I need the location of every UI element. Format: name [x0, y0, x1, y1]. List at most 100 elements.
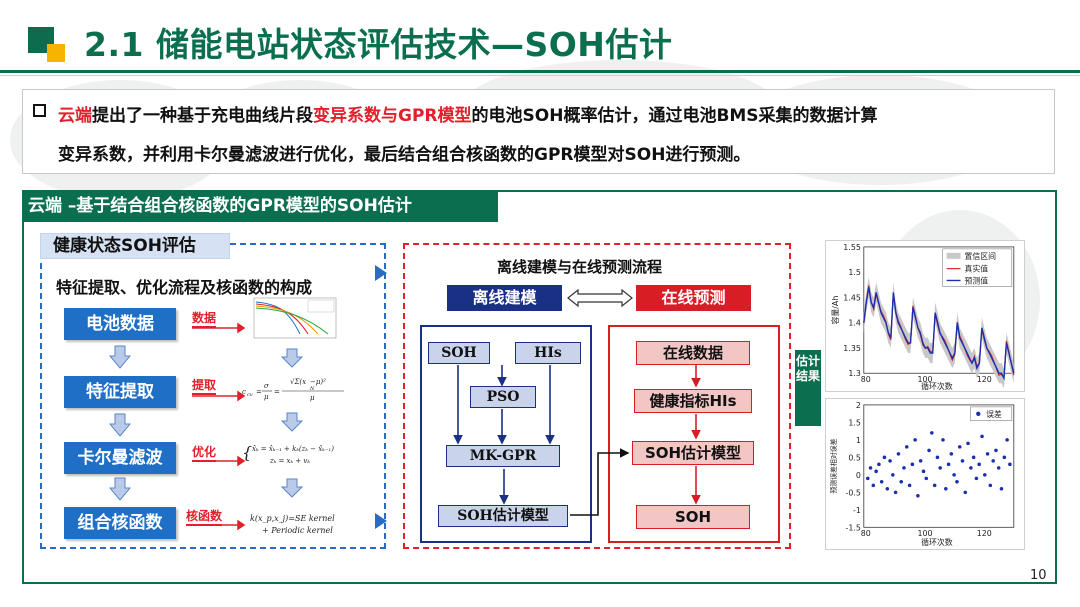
tick-label: 80 — [861, 529, 871, 538]
error-point — [877, 462, 881, 467]
tick-label: 1.5 — [848, 268, 861, 277]
arrow-to-process — [375, 513, 387, 529]
error-point — [868, 466, 873, 470]
header-logo-square-yellow — [47, 44, 65, 62]
svg-text:σ: σ — [264, 382, 269, 390]
error-point — [865, 476, 870, 481]
tick-label: 120 — [977, 529, 992, 538]
tick-label: 1.35 — [843, 344, 861, 353]
error-point — [946, 462, 951, 467]
health-assessment-title: 健康状态SOH评估 — [40, 233, 230, 259]
error-point — [907, 483, 912, 488]
error-point — [1002, 455, 1007, 460]
offline-model-box: SOH估计模型 — [438, 505, 568, 527]
error-point — [899, 480, 903, 484]
error-point — [916, 494, 920, 498]
tick-label: 80 — [861, 375, 871, 384]
online-data-box: 在线数据 — [636, 341, 750, 365]
summary-highlight: 变异系数与GPR模型 — [313, 106, 472, 126]
legend-predicted: 预测值 — [964, 275, 988, 285]
error-point — [999, 487, 1004, 491]
error-point — [952, 473, 956, 477]
summary-text: 提出了一种基于充电曲线片段 — [92, 106, 313, 126]
error-point — [949, 452, 954, 456]
tag-extract: 提取 — [192, 376, 217, 395]
tick-label: 0.5 — [848, 453, 861, 462]
offline-modeling-header: 离线建模 — [447, 285, 562, 311]
legend-error: 误差 — [986, 409, 1002, 419]
battery-curves-thumbnail — [253, 297, 337, 339]
error-point — [891, 473, 895, 477]
tick-label: 100 — [917, 375, 932, 384]
error-point — [893, 490, 898, 495]
tag-data: 数据 — [192, 309, 217, 328]
tick-label: 1.4 — [848, 319, 861, 328]
bottom-chart-xlabel: 循环次数 — [921, 537, 953, 547]
svg-text:μ: μ — [264, 393, 269, 401]
online-model-box: SOH估计模型 — [632, 441, 754, 465]
svg-text:{: { — [242, 443, 252, 462]
error-point — [983, 473, 987, 477]
error-point — [932, 483, 937, 488]
tick-label: 1.3 — [848, 369, 861, 378]
tag-arrows — [186, 322, 246, 530]
error-point — [974, 476, 979, 481]
svg-text:μ: μ — [310, 394, 315, 402]
summary-line-2: 变异系数，并利用卡尔曼滤波进行优化，最后结合组合核函数的GPR模型对SOH进行预… — [58, 145, 751, 165]
section-frame — [22, 190, 1057, 584]
svg-text:zₖ = xₖ + vₖ: zₖ = xₖ + vₖ — [269, 457, 310, 465]
header-divider — [0, 70, 1080, 73]
error-point — [977, 462, 981, 467]
error-point — [879, 480, 884, 484]
top-chart-xlabel: 循环次数 — [921, 381, 953, 391]
estimate-result-label: 估计结果 — [795, 350, 821, 426]
error-point — [882, 455, 887, 460]
error-point — [957, 445, 962, 449]
svg-text:cv: cv — [247, 392, 253, 398]
error-point — [988, 483, 993, 488]
error-point — [969, 466, 973, 470]
top-chart-ylabel: 容量/Ah — [830, 296, 840, 325]
svg-text:=: = — [274, 388, 280, 396]
error-point — [930, 431, 934, 435]
error-point — [960, 459, 965, 463]
summary-highlight: 云端 — [58, 106, 92, 126]
online-soh-box: SOH — [636, 505, 750, 529]
legend-true: 真实值 — [964, 264, 988, 274]
page-number: 10 — [1030, 568, 1047, 583]
online-his-box: 健康指标HIs — [634, 389, 752, 413]
summary-text: 的电池SOH概率估计，通过电池BMS采集的数据计算 — [471, 106, 878, 126]
tick-label: -1.5 — [845, 523, 860, 532]
offline-mkgpr-box: MK-GPR — [446, 445, 560, 467]
online-prediction-frame — [608, 325, 780, 543]
tick-label: 2 — [856, 401, 861, 410]
header-divider-thin — [0, 75, 1080, 76]
tick-label: 0 — [856, 471, 861, 480]
tick-label: 100 — [917, 529, 932, 538]
error-point — [966, 441, 970, 446]
offline-soh-box: SOH — [428, 342, 490, 364]
summary-box — [22, 89, 1055, 174]
step-battery-data: 电池数据 — [64, 308, 176, 340]
error-point — [927, 448, 931, 453]
online-prediction-header: 在线预测 — [636, 285, 751, 311]
error-point — [991, 459, 995, 463]
error-point — [874, 469, 878, 474]
svg-text:N: N — [309, 386, 315, 392]
error-point — [955, 480, 959, 484]
error-point — [871, 483, 876, 488]
error-point — [935, 455, 940, 460]
error-point — [980, 434, 984, 439]
error-point — [941, 438, 945, 442]
modeling-flow-title: 离线建模与在线预测流程 — [497, 258, 663, 276]
section-title: 云端 –基于结合组合核函数的GPR模型的SOH估计 — [22, 190, 498, 222]
offline-his-box: HIs — [515, 342, 581, 364]
tick-label: -1 — [853, 506, 861, 515]
error-point — [888, 459, 892, 463]
bottom-chart-ylabel: 预测误差相对误差 — [829, 438, 838, 493]
error-point — [1005, 438, 1009, 442]
error-point — [918, 459, 923, 463]
